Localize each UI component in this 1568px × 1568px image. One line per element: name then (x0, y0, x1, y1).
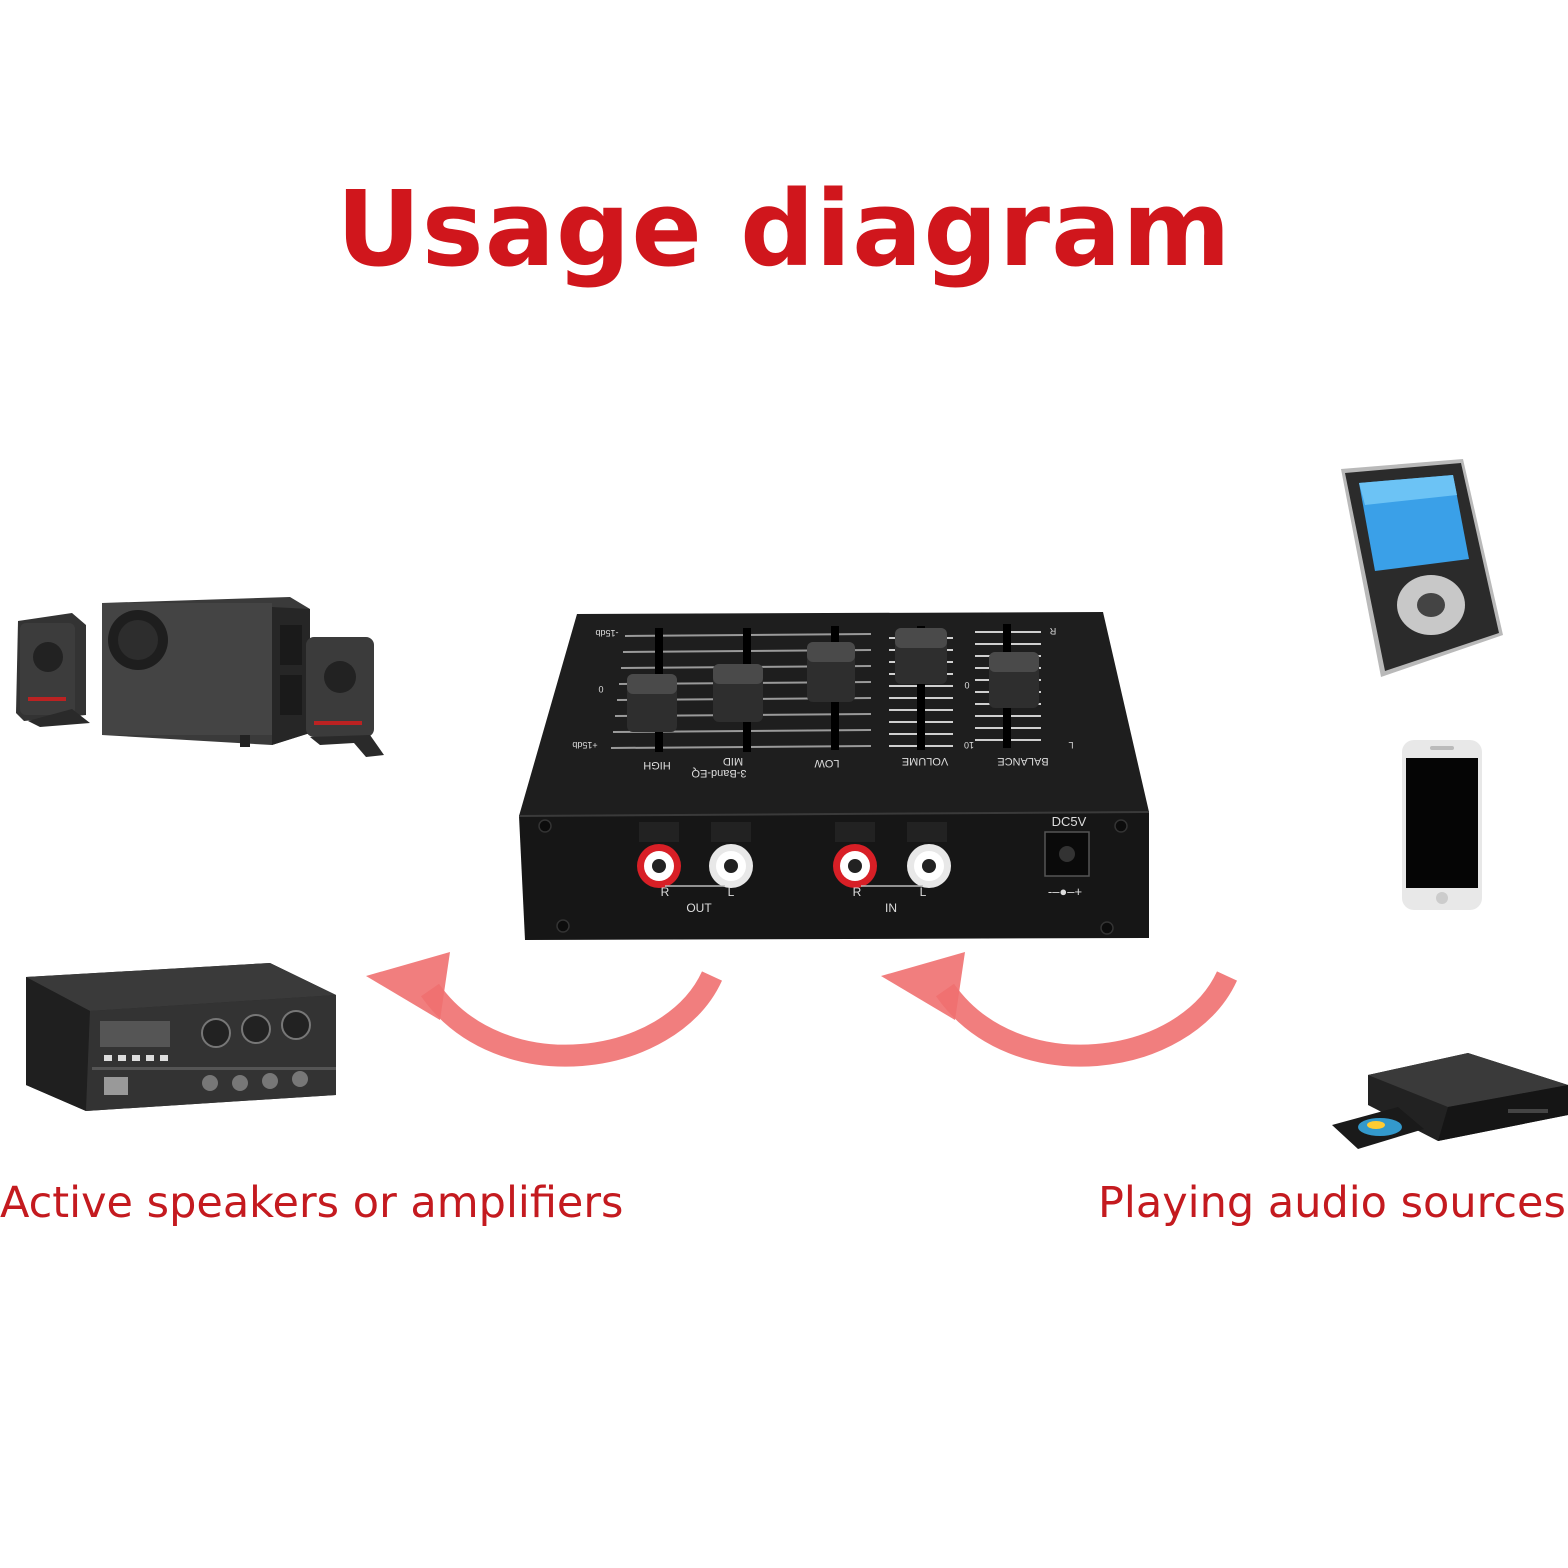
input-arrow-icon (881, 952, 1237, 1067)
label-balance: BALANCE (997, 755, 1048, 767)
volume-scale-bottom: 10 (964, 740, 974, 750)
fader-knob-high (627, 674, 677, 732)
volume-scale-mid: 0 (964, 680, 969, 690)
fader-knob-volume (895, 628, 947, 684)
label-volume: VOLUME (902, 755, 948, 767)
rca-in-l[interactable] (907, 822, 951, 888)
balance-scale-bottom: L (1068, 740, 1073, 750)
scale-mark-bottom: +15db (572, 740, 597, 750)
label-out-l: L (728, 885, 735, 899)
label-in: IN (885, 901, 897, 915)
scale-mark-top: -15db (595, 628, 618, 638)
label-dc5v: DC5V (1052, 814, 1087, 829)
label-eq-group: 3-Band-EQ (691, 767, 746, 779)
label-low: LOW (814, 757, 840, 769)
dc-power-jack[interactable] (1044, 831, 1090, 877)
speaker-system-icon (16, 597, 384, 757)
label-mid: MID (723, 755, 743, 767)
rca-out-r[interactable] (637, 822, 681, 888)
label-out: OUT (686, 901, 712, 915)
label-high: HIGH (643, 759, 671, 771)
smartphone-icon (1402, 740, 1482, 910)
fader-knob-mid (713, 664, 763, 722)
fader-knob-low (807, 642, 855, 702)
output-arrow-icon (366, 952, 722, 1067)
amplifier-icon (26, 963, 336, 1111)
caption-input-sources: Playing audio sources (1098, 1178, 1566, 1228)
caption-output-devices: Active speakers or amplifiers (0, 1178, 624, 1228)
fader-knob-balance (989, 652, 1039, 708)
scale-mark-mid: 0 (598, 684, 603, 694)
rca-in-r[interactable] (833, 822, 877, 888)
label-polarity: -–●–+ (1048, 884, 1082, 899)
mp3-player-icon (1341, 459, 1503, 677)
dvd-player-icon (1332, 1053, 1568, 1149)
label-in-l: L (920, 885, 927, 899)
label-out-r: R (661, 885, 670, 899)
rca-out-l[interactable] (709, 822, 753, 888)
audio-mixer-device: HIGH MID 3-Band-EQ LOW VOLUME BALANCE -1… (518, 612, 1150, 940)
balance-scale-top: R (1049, 626, 1056, 636)
diagram-title: Usage diagram (336, 168, 1232, 290)
label-in-r: R (853, 885, 862, 899)
